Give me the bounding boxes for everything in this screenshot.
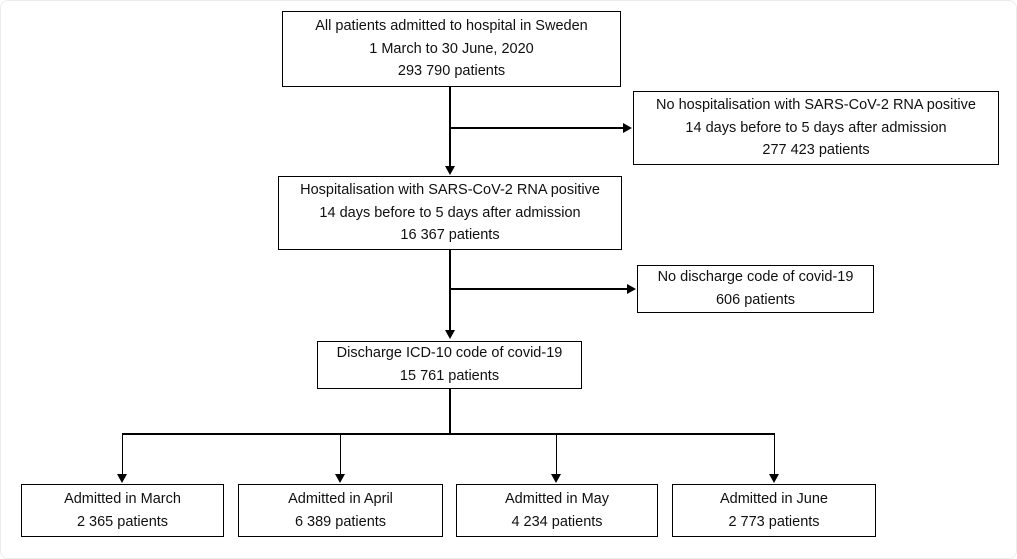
- node-discharge-code-line2: 15 761 patients: [399, 368, 500, 384]
- arrowhead-to-march: [117, 474, 127, 483]
- node-hospitalisation-line2: 14 days before to 5 days after admission: [319, 204, 581, 221]
- node-no-hospitalisation-line2: 14 days before to 5 days after admission: [685, 119, 947, 136]
- node-hospitalisation: Hospitalisation with SARS-CoV-2 RNA posi…: [278, 176, 622, 250]
- node-admitted-april-line2: 6 389 patients: [294, 513, 387, 530]
- connector-branch-no-discharge-code: [449, 288, 628, 290]
- node-no-discharge-code-line1: No discharge code of covid-19: [657, 269, 854, 286]
- node-discharge-code-line1: Discharge ICD-10 code of covid-19: [336, 345, 563, 362]
- connector-branch-no-hospitalisation: [449, 127, 624, 129]
- connector-trunk-1: [449, 86, 451, 167]
- node-no-hospitalisation-line1: No hospitalisation with SARS-CoV-2 RNA p…: [656, 96, 976, 113]
- node-discharge-code: Discharge ICD-10 code of covid-19 15 761…: [317, 341, 582, 389]
- node-admitted-may: Admitted in May 4 234 patients: [456, 484, 658, 537]
- node-hospitalisation-line3: 16 367 patients: [400, 227, 500, 244]
- node-admitted-may-line2: 4 234 patients: [511, 513, 603, 530]
- arrowhead-to-april: [335, 474, 345, 483]
- node-admitted-april: Admitted in April 6 389 patients: [238, 484, 443, 537]
- connector-drop-april: [339, 433, 342, 475]
- node-all-patients: All patients admitted to hospital in Swe…: [282, 11, 621, 87]
- connector-trunk-2: [449, 249, 451, 331]
- node-no-discharge-code-line2: 606 patients: [715, 292, 795, 308]
- node-no-discharge-code: No discharge code of covid-19 606 patien…: [637, 265, 874, 313]
- node-all-patients-line1: All patients admitted to hospital in Swe…: [315, 17, 588, 34]
- connector-drop-may: [555, 433, 558, 475]
- node-hospitalisation-line1: Hospitalisation with SARS-CoV-2 RNA posi…: [300, 181, 600, 198]
- node-admitted-march-line1: Admitted in March: [64, 490, 181, 507]
- node-admitted-march-line2: 2 365 patients: [76, 513, 169, 530]
- arrowhead-to-hospitalisation: [444, 166, 455, 175]
- node-no-hospitalisation-line3: 277 423 patients: [762, 142, 870, 159]
- arrowhead-to-no-hospitalisation: [623, 122, 632, 133]
- arrowhead-to-no-discharge-code: [627, 283, 636, 294]
- arrowhead-to-june: [769, 474, 779, 483]
- arrowhead-to-discharge-code: [444, 330, 455, 339]
- node-no-hospitalisation: No hospitalisation with SARS-CoV-2 RNA p…: [633, 91, 999, 165]
- node-admitted-june: Admitted in June 2 773 patients: [672, 484, 876, 537]
- arrowhead-to-may: [551, 474, 561, 483]
- node-admitted-june-line1: Admitted in June: [719, 490, 828, 507]
- connector-trunk-3: [449, 389, 451, 434]
- connector-drop-march: [121, 433, 124, 475]
- node-admitted-june-line2: 2 773 patients: [728, 513, 820, 530]
- connector-drop-june: [773, 433, 776, 475]
- node-admitted-may-line1: Admitted in May: [505, 490, 609, 507]
- node-all-patients-line2: 1 March to 30 June, 2020: [369, 40, 534, 57]
- node-admitted-april-line1: Admitted in April: [288, 490, 393, 507]
- node-all-patients-line3: 293 790 patients: [397, 63, 506, 80]
- connector-distribution-bar: [122, 433, 775, 435]
- node-admitted-march: Admitted in March 2 365 patients: [21, 484, 224, 537]
